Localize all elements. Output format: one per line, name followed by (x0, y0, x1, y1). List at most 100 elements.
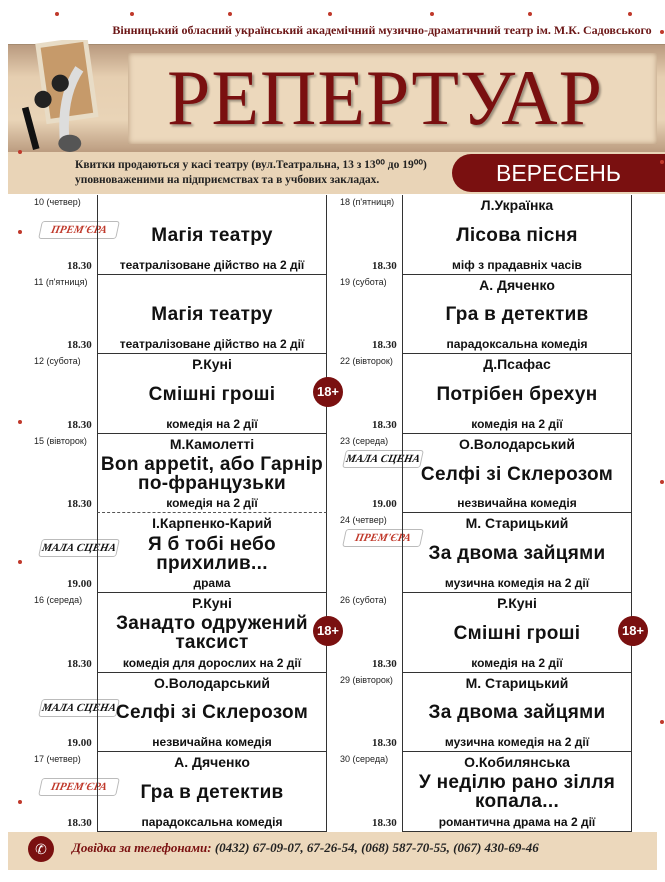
show-time: 18.30 (372, 339, 397, 352)
show-time: 18.30 (372, 657, 397, 670)
performance-entry[interactable]: Магія театру театралізоване дійство на 2 … (97, 195, 327, 275)
play-title: Селфі зі Склерозом (115, 702, 309, 724)
decorative-dot (528, 12, 532, 16)
date-label: 18 (п'ятниця) (340, 197, 395, 207)
decorative-dot (18, 560, 22, 564)
play-title: Смішні гроші (453, 622, 581, 644)
genre: комедія на 2 дії (166, 416, 258, 431)
date-label: 26 (субота) (340, 595, 387, 605)
play-title: Лісова пісня (456, 224, 578, 246)
author (98, 277, 326, 293)
date-label: 17 (четвер) (34, 754, 81, 765)
genre: комедія на 2 дії (471, 655, 563, 670)
date-label: 11 (п'ятниця) (34, 276, 88, 287)
age-rating-badge: 18+ (313, 377, 343, 408)
date-label: 12 (субота) (34, 356, 81, 367)
author: І.Карпенко-Карий (152, 515, 272, 532)
show-time: 18.30 (372, 418, 397, 431)
decorative-dot (55, 12, 59, 16)
genre: парадоксальна комедія (446, 337, 588, 352)
phone-icon: ✆ (28, 836, 54, 862)
play-title: Гра в детектив (140, 781, 284, 803)
decorative-dot (18, 420, 22, 424)
genre: романтична драма на 2 дії (438, 814, 596, 829)
decorative-dot (328, 12, 332, 16)
show-time: 18.30 (67, 816, 92, 829)
decorative-dot (660, 30, 664, 34)
author: Р.Куні (192, 356, 232, 373)
genre: комедія для дорослих на 2 дії (122, 655, 302, 670)
author: О.Володарський (153, 674, 270, 691)
show-time: 18.30 (67, 418, 92, 431)
show-time: 18.30 (67, 259, 92, 272)
date-label: 30 (середа) (340, 754, 389, 765)
decorative-dot (18, 150, 22, 154)
play-title: За двома зайцями (428, 543, 606, 565)
author: Л.Українка (480, 197, 554, 213)
play-title: Bon appetit, або Гарнір по-французьки (100, 454, 324, 495)
show-time: 18.30 (67, 339, 92, 352)
performance-entry[interactable]: М. Старицький За двома зайцями музична ком… (402, 513, 632, 593)
banner (8, 44, 665, 152)
decorative-dot (628, 12, 632, 16)
ticket-info-line: Квитки продаються у касі театру (вул.Теа… (75, 159, 427, 171)
decorative-dot (130, 12, 134, 16)
author: М. Старицький (465, 515, 569, 532)
genre: незвичайна комедія (152, 735, 272, 750)
author: А. Дяченко (174, 754, 250, 771)
date-label: 15 (вівторок) (34, 435, 87, 446)
author: Р.Куні (192, 595, 232, 611)
genre: незвичайна комедія (457, 496, 577, 511)
decorative-dot (228, 12, 232, 16)
genre: комедія на 2 дії (166, 496, 258, 511)
genre: міф з прадавніх часів (452, 257, 582, 272)
age-rating-badge: 18+ (313, 616, 343, 646)
play-title: Магія театру (151, 224, 273, 246)
show-time: 18.30 (372, 816, 397, 829)
genre: комедія на 2 дії (471, 416, 563, 431)
genre: музична комедія на 2 дії (444, 575, 590, 590)
footer (8, 832, 657, 870)
page-title: РЕПЕРТУАР (166, 54, 604, 141)
genre: театралізоване дійство на 2 дії (119, 257, 305, 272)
play-title: Потрібен брехун (436, 383, 598, 405)
show-time: 19.00 (372, 498, 397, 511)
ticket-info: Квитки продаються у касі театру (вул.Теа… (75, 158, 465, 188)
ticket-info-line: уповноваженими на підприємствах та в учб… (75, 174, 380, 186)
age-rating-badge: 18+ (618, 616, 648, 646)
author: М.Камолетті (169, 435, 255, 452)
show-time: 18.30 (372, 737, 397, 750)
decorative-dot (660, 720, 664, 724)
phone-numbers: Довідка за телефонами: (0432) 67-09-07, … (72, 840, 539, 856)
decorative-dot (18, 230, 22, 234)
show-time: 19.00 (67, 737, 92, 750)
decorative-dot (18, 800, 22, 804)
genre: музична комедія на 2 дії (444, 735, 590, 750)
month-label: ВЕРЕСЕНЬ (452, 154, 665, 192)
author: Д.Псафас (483, 356, 551, 373)
author (98, 197, 326, 213)
show-time: 19.00 (67, 578, 92, 590)
show-time: 18.30 (67, 498, 92, 511)
date-label: 23 (середа) (340, 435, 389, 446)
decorative-dot (660, 160, 664, 164)
date-label: 19 (субота) (340, 276, 387, 287)
date-label: 16 (середа) (34, 595, 83, 605)
decorative-dot (430, 12, 434, 16)
date-label: 29 (вівторок) (340, 674, 393, 685)
play-title: За двома зайцями (428, 702, 606, 724)
